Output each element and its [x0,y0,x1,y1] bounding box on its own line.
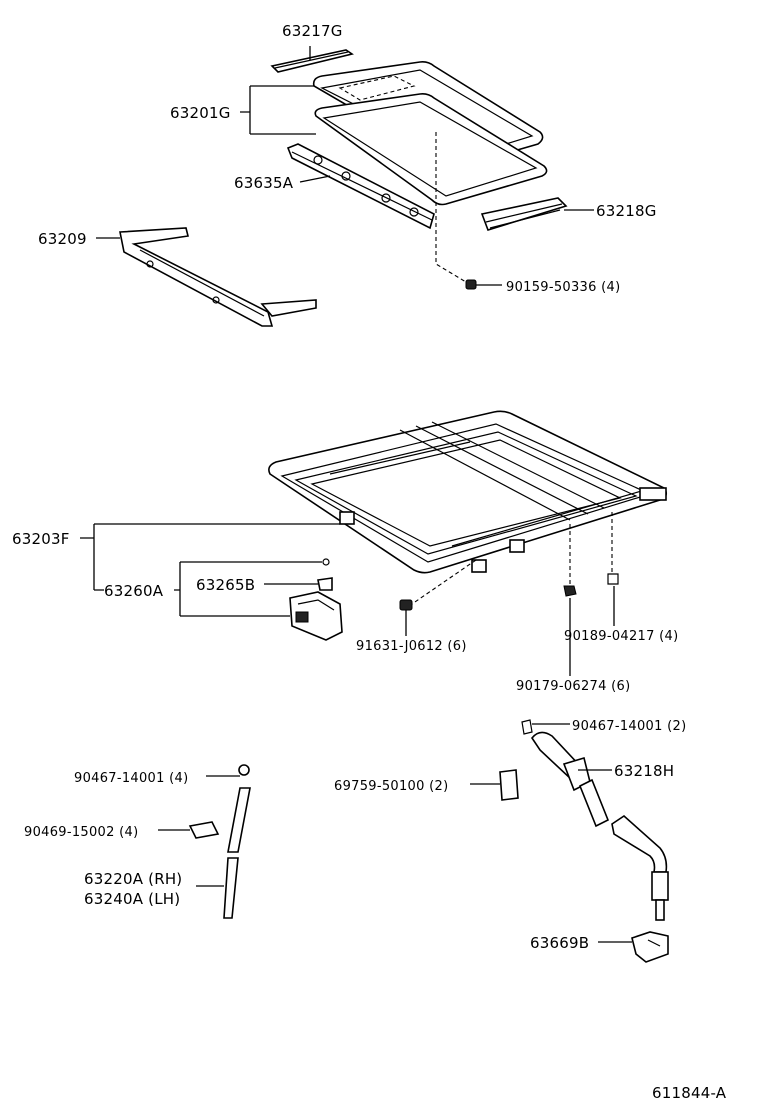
part-63669B-drawing [631,931,669,963]
part-63201G-glass-drawing [312,61,548,206]
part-63203F-frame-drawing [268,410,668,574]
label-63218H: 63218H [614,762,674,780]
label-63209: 63209 [38,230,87,248]
screw-90159-drawing [465,279,477,290]
bolt-91631-drawing [399,599,413,611]
label-91631: 91631-J0612 (6) [356,639,467,654]
label-63240A: 63240A (LH) [84,890,180,908]
leader-63260A [94,561,322,617]
label-90469: 90469-15002 (4) [24,825,138,840]
part-63220A-hose-drawing [188,764,251,919]
label-63218G: 63218G [596,202,657,220]
leader-63201G [240,85,316,135]
label-90159: 90159-50336 (4) [506,280,620,295]
label-90189: 90189-04217 (4) [564,629,678,644]
label-90179: 90179-06274 (6) [516,679,630,694]
part-69759-drawing [499,769,519,801]
label-63217G: 63217G [282,22,343,40]
part-63635A-drawing [286,143,435,230]
label-63669B: 63669B [530,934,589,952]
label-63265B: 63265B [196,576,255,594]
label-63635A: 63635A [234,174,294,192]
label-63260A: 63260A [104,582,164,600]
figure-id: 611844-A [652,1084,727,1102]
label-63201G: 63201G [170,104,231,122]
leader-63203F [80,523,340,590]
part-63218H-hose-drawing [521,719,669,921]
label-63220A: 63220A (RH) [84,870,182,888]
part-63217G-drawing [270,49,354,73]
leader-63635A [299,175,331,183]
label-69759: 69759-50100 (2) [334,779,448,794]
label-63203F: 63203F [12,530,70,548]
clip-90189-drawing [607,573,619,585]
nut-90179-drawing [563,585,577,597]
part-63218G-drawing [480,197,568,231]
label-90467-a: 90467-14001 (2) [572,719,686,734]
label-90467-b: 90467-14001 (4) [74,771,188,786]
part-63209-drawing [119,227,317,327]
motor-63260A-drawing [289,558,343,641]
